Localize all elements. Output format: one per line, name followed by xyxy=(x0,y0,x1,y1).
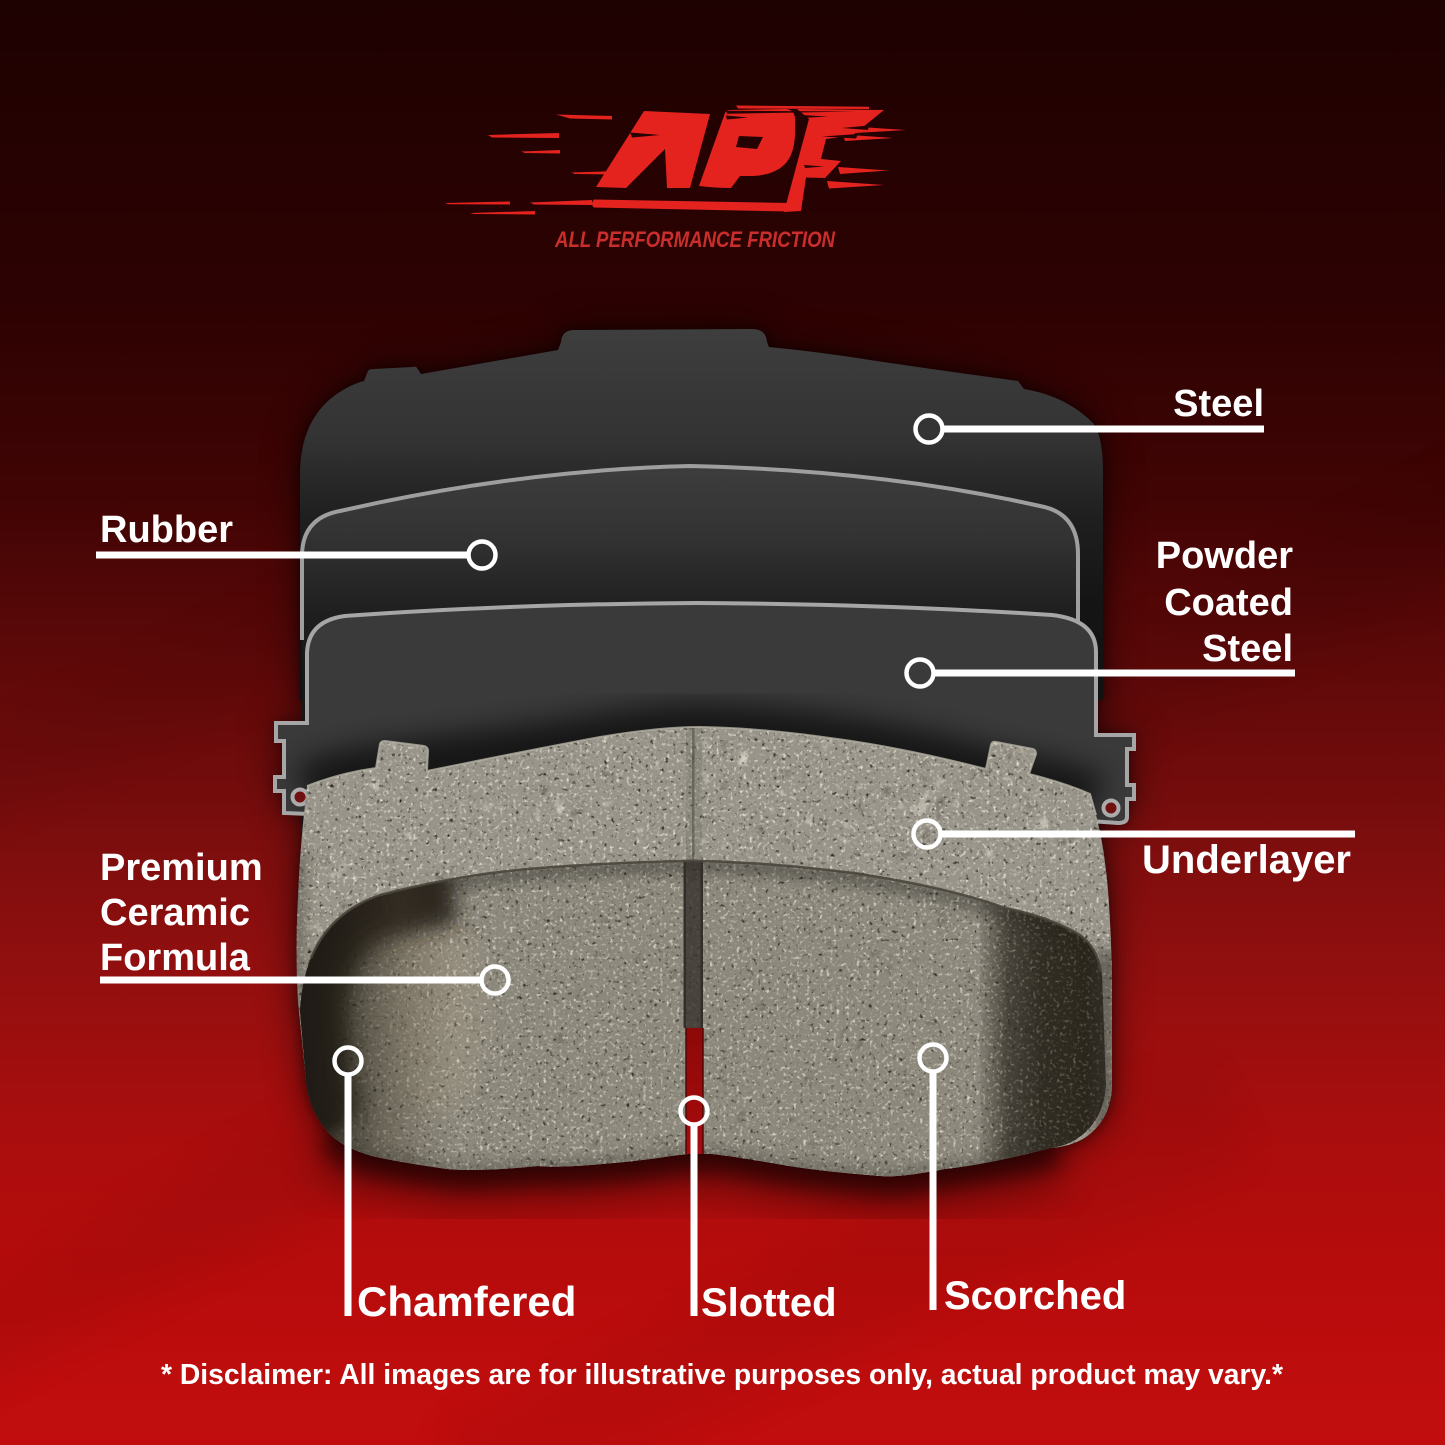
svg-text:Powder: Powder xyxy=(1156,535,1293,577)
svg-text:Underlayer: Underlayer xyxy=(1142,838,1351,882)
svg-text:Chamfered: Chamfered xyxy=(357,1278,576,1325)
svg-text:Steel: Steel xyxy=(1173,383,1264,425)
svg-text:Scorched: Scorched xyxy=(944,1274,1126,1318)
svg-text:Ceramic: Ceramic xyxy=(100,892,250,934)
svg-text:Steel: Steel xyxy=(1202,628,1293,670)
svg-text:Rubber: Rubber xyxy=(100,509,233,551)
svg-text:Formula: Formula xyxy=(100,937,251,979)
svg-text:Slotted: Slotted xyxy=(701,1281,837,1325)
svg-text:Coated: Coated xyxy=(1164,582,1293,624)
svg-text:ALL PERFORMANCE FRICTION: ALL PERFORMANCE FRICTION xyxy=(554,227,836,252)
svg-text:Premium: Premium xyxy=(100,847,263,889)
svg-text:* Disclaimer: All images are f: * Disclaimer: All images are for illustr… xyxy=(161,1359,1284,1391)
